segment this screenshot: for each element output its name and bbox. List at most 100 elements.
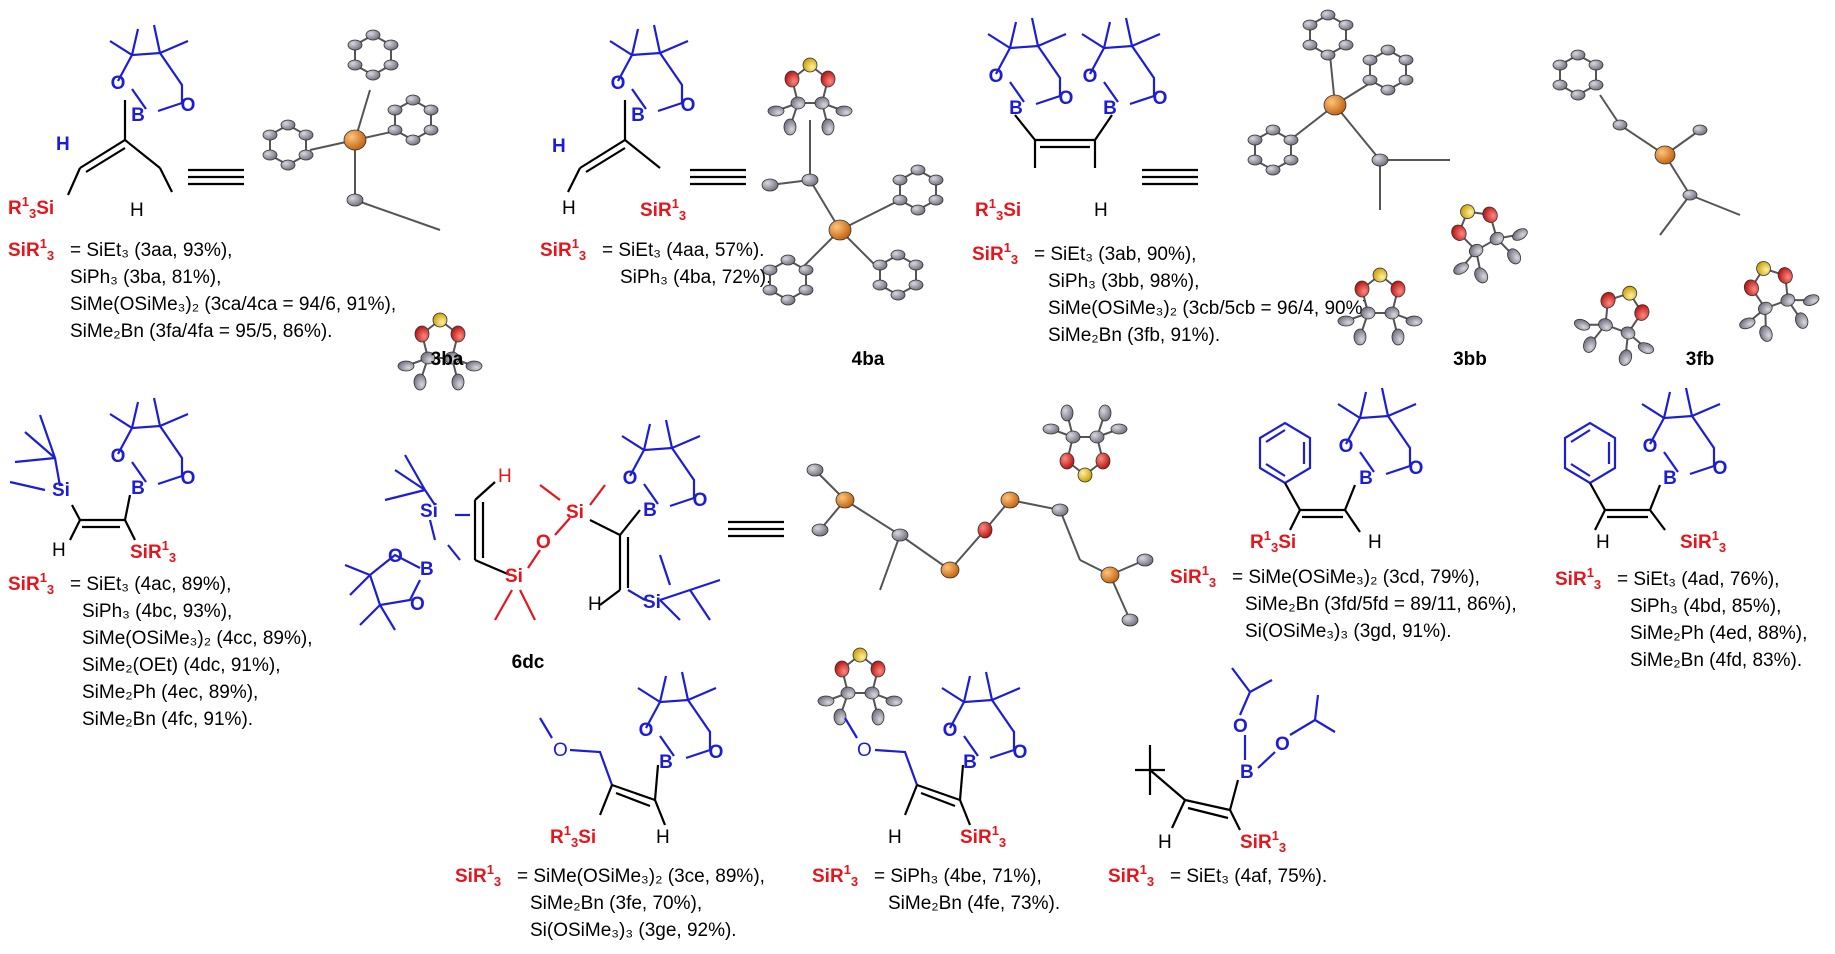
svg-text:O: O <box>857 740 872 761</box>
svg-text:R13Si: R13Si <box>8 194 54 221</box>
svg-text:Si(OSiMe₃)₃ (3gd, 91%).: Si(OSiMe₃)₃ (3gd, 91%). <box>1245 621 1452 642</box>
svg-text:SiMe(OSiMe₃)₂ (3ca/4ca = 94/6,: SiMe(OSiMe₃)₂ (3ca/4ca = 94/6, 91%), <box>70 294 396 315</box>
svg-text:SiR13: SiR13 <box>812 862 858 889</box>
svg-text:= SiPh₃ (4be, 71%),: = SiPh₃ (4be, 71%), <box>874 866 1042 887</box>
svg-text:SiPh₃ (4bd, 85%),: SiPh₃ (4bd, 85%), <box>1630 596 1781 617</box>
svg-text:Si(OSiMe₃)₃ (3ge, 92%).: Si(OSiMe₃)₃ (3ge, 92%). <box>530 920 737 941</box>
svg-text:SiR13: SiR13 <box>640 196 686 223</box>
svg-text:3fb: 3fb <box>1686 349 1715 370</box>
equivalence-sign <box>186 168 246 186</box>
svg-text:H: H <box>1094 200 1108 221</box>
text-block-s5: SiR13 = SiMe(OSiMe₃)₂ (3cd, 79%), SiMe₂B… <box>1170 563 1517 642</box>
svg-text:SiR13: SiR13 <box>1170 563 1216 590</box>
svg-text:= SiEt₃ (4ad, 76%),: = SiEt₃ (4ad, 76%), <box>1617 569 1779 590</box>
svg-text:H: H <box>498 466 512 487</box>
svg-text:= SiEt₃ (4ac, 89%),: = SiEt₃ (4ac, 89%), <box>70 574 231 595</box>
svg-text:SiMe₂(OEt) (4dc, 91%),: SiMe₂(OEt) (4dc, 91%), <box>82 655 280 676</box>
svg-text:SiR13: SiR13 <box>540 236 586 263</box>
svg-text:Si: Si <box>52 480 70 501</box>
svg-text:O: O <box>1275 734 1290 755</box>
svg-text:Si: Si <box>643 592 661 613</box>
svg-text:= SiEt₃ (4af, 75%).: = SiEt₃ (4af, 75%). <box>1170 866 1327 887</box>
svg-text:SiMe₂Bn (4fc, 91%).: SiMe₂Bn (4fc, 91%). <box>82 709 253 730</box>
svg-text:SiMe₂Bn (4fd, 83%).: SiMe₂Bn (4fd, 83%). <box>1630 650 1802 671</box>
structure-4af: B O O H SiR13 <box>1135 667 1336 855</box>
crystal-structure-6dc <box>806 404 1154 726</box>
equivalence-sign <box>726 520 786 538</box>
svg-text:B: B <box>420 559 434 580</box>
equivalence-sign <box>1140 168 1200 186</box>
svg-text:SiR13: SiR13 <box>960 823 1006 850</box>
svg-text:O: O <box>536 532 551 553</box>
svg-text:Si: Si <box>505 566 523 587</box>
svg-text:SiMe₂Bn (3fa/4fa = 95/5, 86%).: SiMe₂Bn (3fa/4fa = 95/5, 86%). <box>70 321 332 342</box>
text-block-s8: SiR13 = SiPh₃ (4be, 71%), SiMe₂Bn (4fe, … <box>812 862 1060 914</box>
svg-text:SiR13: SiR13 <box>130 538 176 565</box>
crystal-structure-4ba: 4ba <box>761 57 944 370</box>
svg-text:B: B <box>1240 762 1254 783</box>
svg-text:SiMe₂Ph (4ed, 88%),: SiMe₂Ph (4ed, 88%), <box>1630 623 1807 644</box>
svg-text:SiMe₂Bn (3fd/5fd = 89/11, 86%): SiMe₂Bn (3fd/5fd = 89/11, 86%), <box>1245 594 1517 615</box>
svg-text:H: H <box>1158 832 1172 853</box>
svg-text:H: H <box>562 198 576 219</box>
svg-text:H: H <box>888 827 902 848</box>
svg-text:O: O <box>1233 716 1248 737</box>
svg-text:R13Si: R13Si <box>975 196 1021 223</box>
svg-text:SiPh₃ (3ba, 81%),: SiPh₃ (3ba, 81%), <box>70 267 221 288</box>
svg-text:SiMe₂Bn (4fe, 73%).: SiMe₂Bn (4fe, 73%). <box>888 893 1060 914</box>
svg-text:SiR13: SiR13 <box>1108 862 1154 889</box>
structure-4aa-series: H H SiR13 <box>552 23 697 223</box>
svg-text:= SiEt₃ (3ab, 90%),: = SiEt₃ (3ab, 90%), <box>1034 244 1196 265</box>
text-block-s1: SiR13 = SiEt₃ (3aa, 93%), SiPh₃ (3ba, 81… <box>8 236 396 342</box>
structure-4ac-series: Si H SiR13 <box>9 396 197 565</box>
svg-text:SiR13: SiR13 <box>8 236 54 263</box>
structure-3aa-series: H H R13Si <box>8 23 197 221</box>
svg-text:= SiEt₃ (4aa, 57%).: = SiEt₃ (4aa, 57%). <box>602 240 764 261</box>
svg-text:R13Si: R13Si <box>1250 528 1296 555</box>
text-block-s6: SiR13 = SiEt₃ (4ad, 76%), SiPh₃ (4bd, 85… <box>1555 565 1807 671</box>
svg-text:3ba: 3ba <box>431 349 464 370</box>
svg-text:Si: Si <box>566 502 584 523</box>
svg-text:SiR13: SiR13 <box>1240 828 1286 855</box>
svg-text:H: H <box>52 540 66 561</box>
svg-text:H: H <box>1596 532 1610 553</box>
svg-text:= SiEt₃ (3aa, 93%),: = SiEt₃ (3aa, 93%), <box>70 240 232 261</box>
crystal-structure-3fb: 3fb <box>1552 49 1828 375</box>
svg-text:SiMe(OSiMe₃)₂ (3cb/5cb = 96/4,: SiMe(OSiMe₃)₂ (3cb/5cb = 96/4, 90%), <box>1048 298 1374 319</box>
structure-4ad-series: H SiR13 <box>1563 386 1729 555</box>
svg-text:4ba: 4ba <box>852 349 885 370</box>
svg-text:SiMe₂Bn (3fb, 91%).: SiMe₂Bn (3fb, 91%). <box>1048 325 1220 346</box>
svg-text:H: H <box>1368 532 1382 553</box>
text-block-s9: SiR13 = SiEt₃ (4af, 75%). <box>1108 862 1327 889</box>
svg-text:SiMe₂Bn (3fe, 70%),: SiMe₂Bn (3fe, 70%), <box>530 893 702 914</box>
svg-text:H: H <box>56 134 70 155</box>
equivalence-sign <box>688 168 748 186</box>
svg-text:SiPh₃ (4ba, 72%).: SiPh₃ (4ba, 72%). <box>620 267 771 288</box>
svg-text:O: O <box>388 546 403 567</box>
svg-text:SiR13: SiR13 <box>972 240 1018 267</box>
svg-text:Si: Si <box>420 501 438 522</box>
svg-text:= SiMe(OSiMe₃)₂ (3cd, 79%),: = SiMe(OSiMe₃)₂ (3cd, 79%), <box>1232 567 1480 588</box>
crystal-structure-3bb: 3bb <box>1247 9 1540 370</box>
svg-text:SiR13: SiR13 <box>1555 565 1601 592</box>
text-block-s3: SiR13 = SiEt₃ (3ab, 90%), SiPh₃ (3bb, 98… <box>972 240 1374 346</box>
svg-text:O: O <box>553 740 568 761</box>
svg-text:SiR13: SiR13 <box>1680 528 1726 555</box>
svg-text:SiMe(OSiMe₃)₂ (4cc, 89%),: SiMe(OSiMe₃)₂ (4cc, 89%), <box>82 628 313 649</box>
crystal-structure-3ba: 3ba <box>262 29 483 391</box>
svg-text:O: O <box>410 594 425 615</box>
structure-4be-series: O H SiR13 <box>844 670 1029 850</box>
text-block-s2: SiR13 = SiEt₃ (4aa, 57%). SiPh₃ (4ba, 72… <box>540 236 771 288</box>
svg-text:SiR13: SiR13 <box>455 862 501 889</box>
svg-text:6dc: 6dc <box>512 652 545 673</box>
svg-text:3bb: 3bb <box>1453 349 1487 370</box>
structure-3ab-series: R13Si H <box>975 16 1169 223</box>
svg-text:SiR13: SiR13 <box>8 570 54 597</box>
svg-text:H: H <box>130 200 144 221</box>
svg-text:SiPh₃ (3bb, 98%),: SiPh₃ (3bb, 98%), <box>1048 271 1199 292</box>
svg-text:H: H <box>552 136 566 157</box>
svg-text:H: H <box>588 594 602 615</box>
text-block-s4: SiR13 = SiEt₃ (4ac, 89%), SiPh₃ (4bc, 93… <box>8 570 313 730</box>
svg-text:= SiMe(OSiMe₃)₂ (3ce, 89%),: = SiMe(OSiMe₃)₂ (3ce, 89%), <box>517 866 765 887</box>
